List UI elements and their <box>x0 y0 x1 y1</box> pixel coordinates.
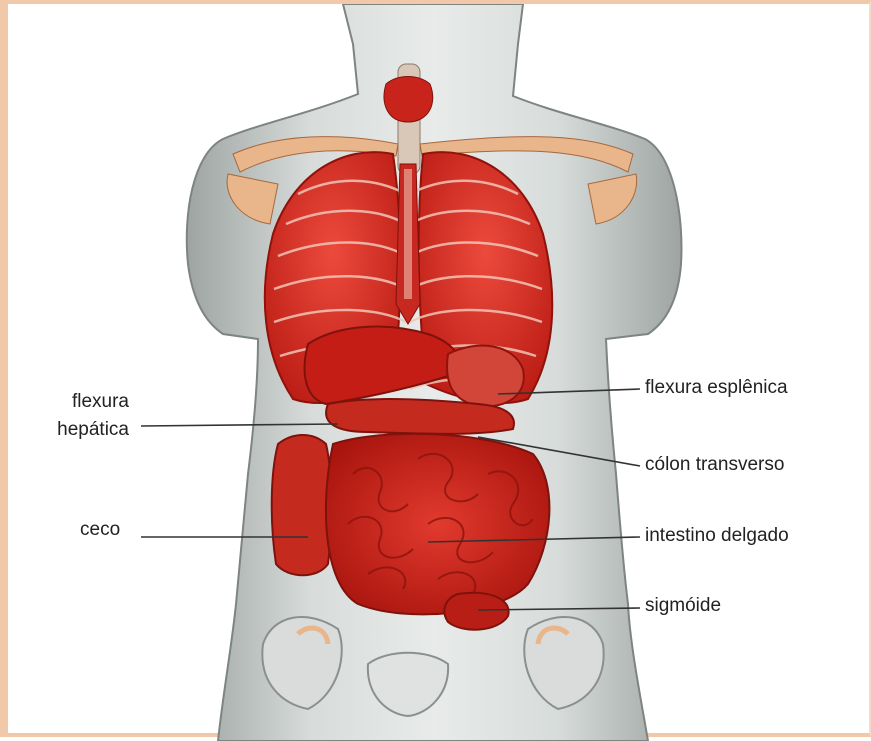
anatomy-illustration <box>8 4 871 741</box>
label-colon-transverso: cólon transverso <box>645 453 784 476</box>
label-sigmoide: sigmóide <box>645 594 721 617</box>
label-flexura-hepatica: flexura <box>53 390 129 413</box>
label-flexura-esplenica: flexura esplênica <box>645 376 788 399</box>
label-intestino-delgado: intestino delgado <box>645 524 789 547</box>
sternum <box>396 164 420 324</box>
label-flexura-hepatica-2: hepática <box>35 418 129 441</box>
stomach <box>447 346 524 407</box>
label-flexura-hepatica-line1: flexura <box>53 390 129 413</box>
sigmoid-colon <box>444 593 508 630</box>
label-flexura-hepatica-line2: hepática <box>35 418 129 441</box>
ascending-colon <box>272 435 332 575</box>
label-ceco: ceco <box>80 518 120 541</box>
transverse-colon <box>326 399 514 434</box>
small-intestine <box>326 434 550 615</box>
